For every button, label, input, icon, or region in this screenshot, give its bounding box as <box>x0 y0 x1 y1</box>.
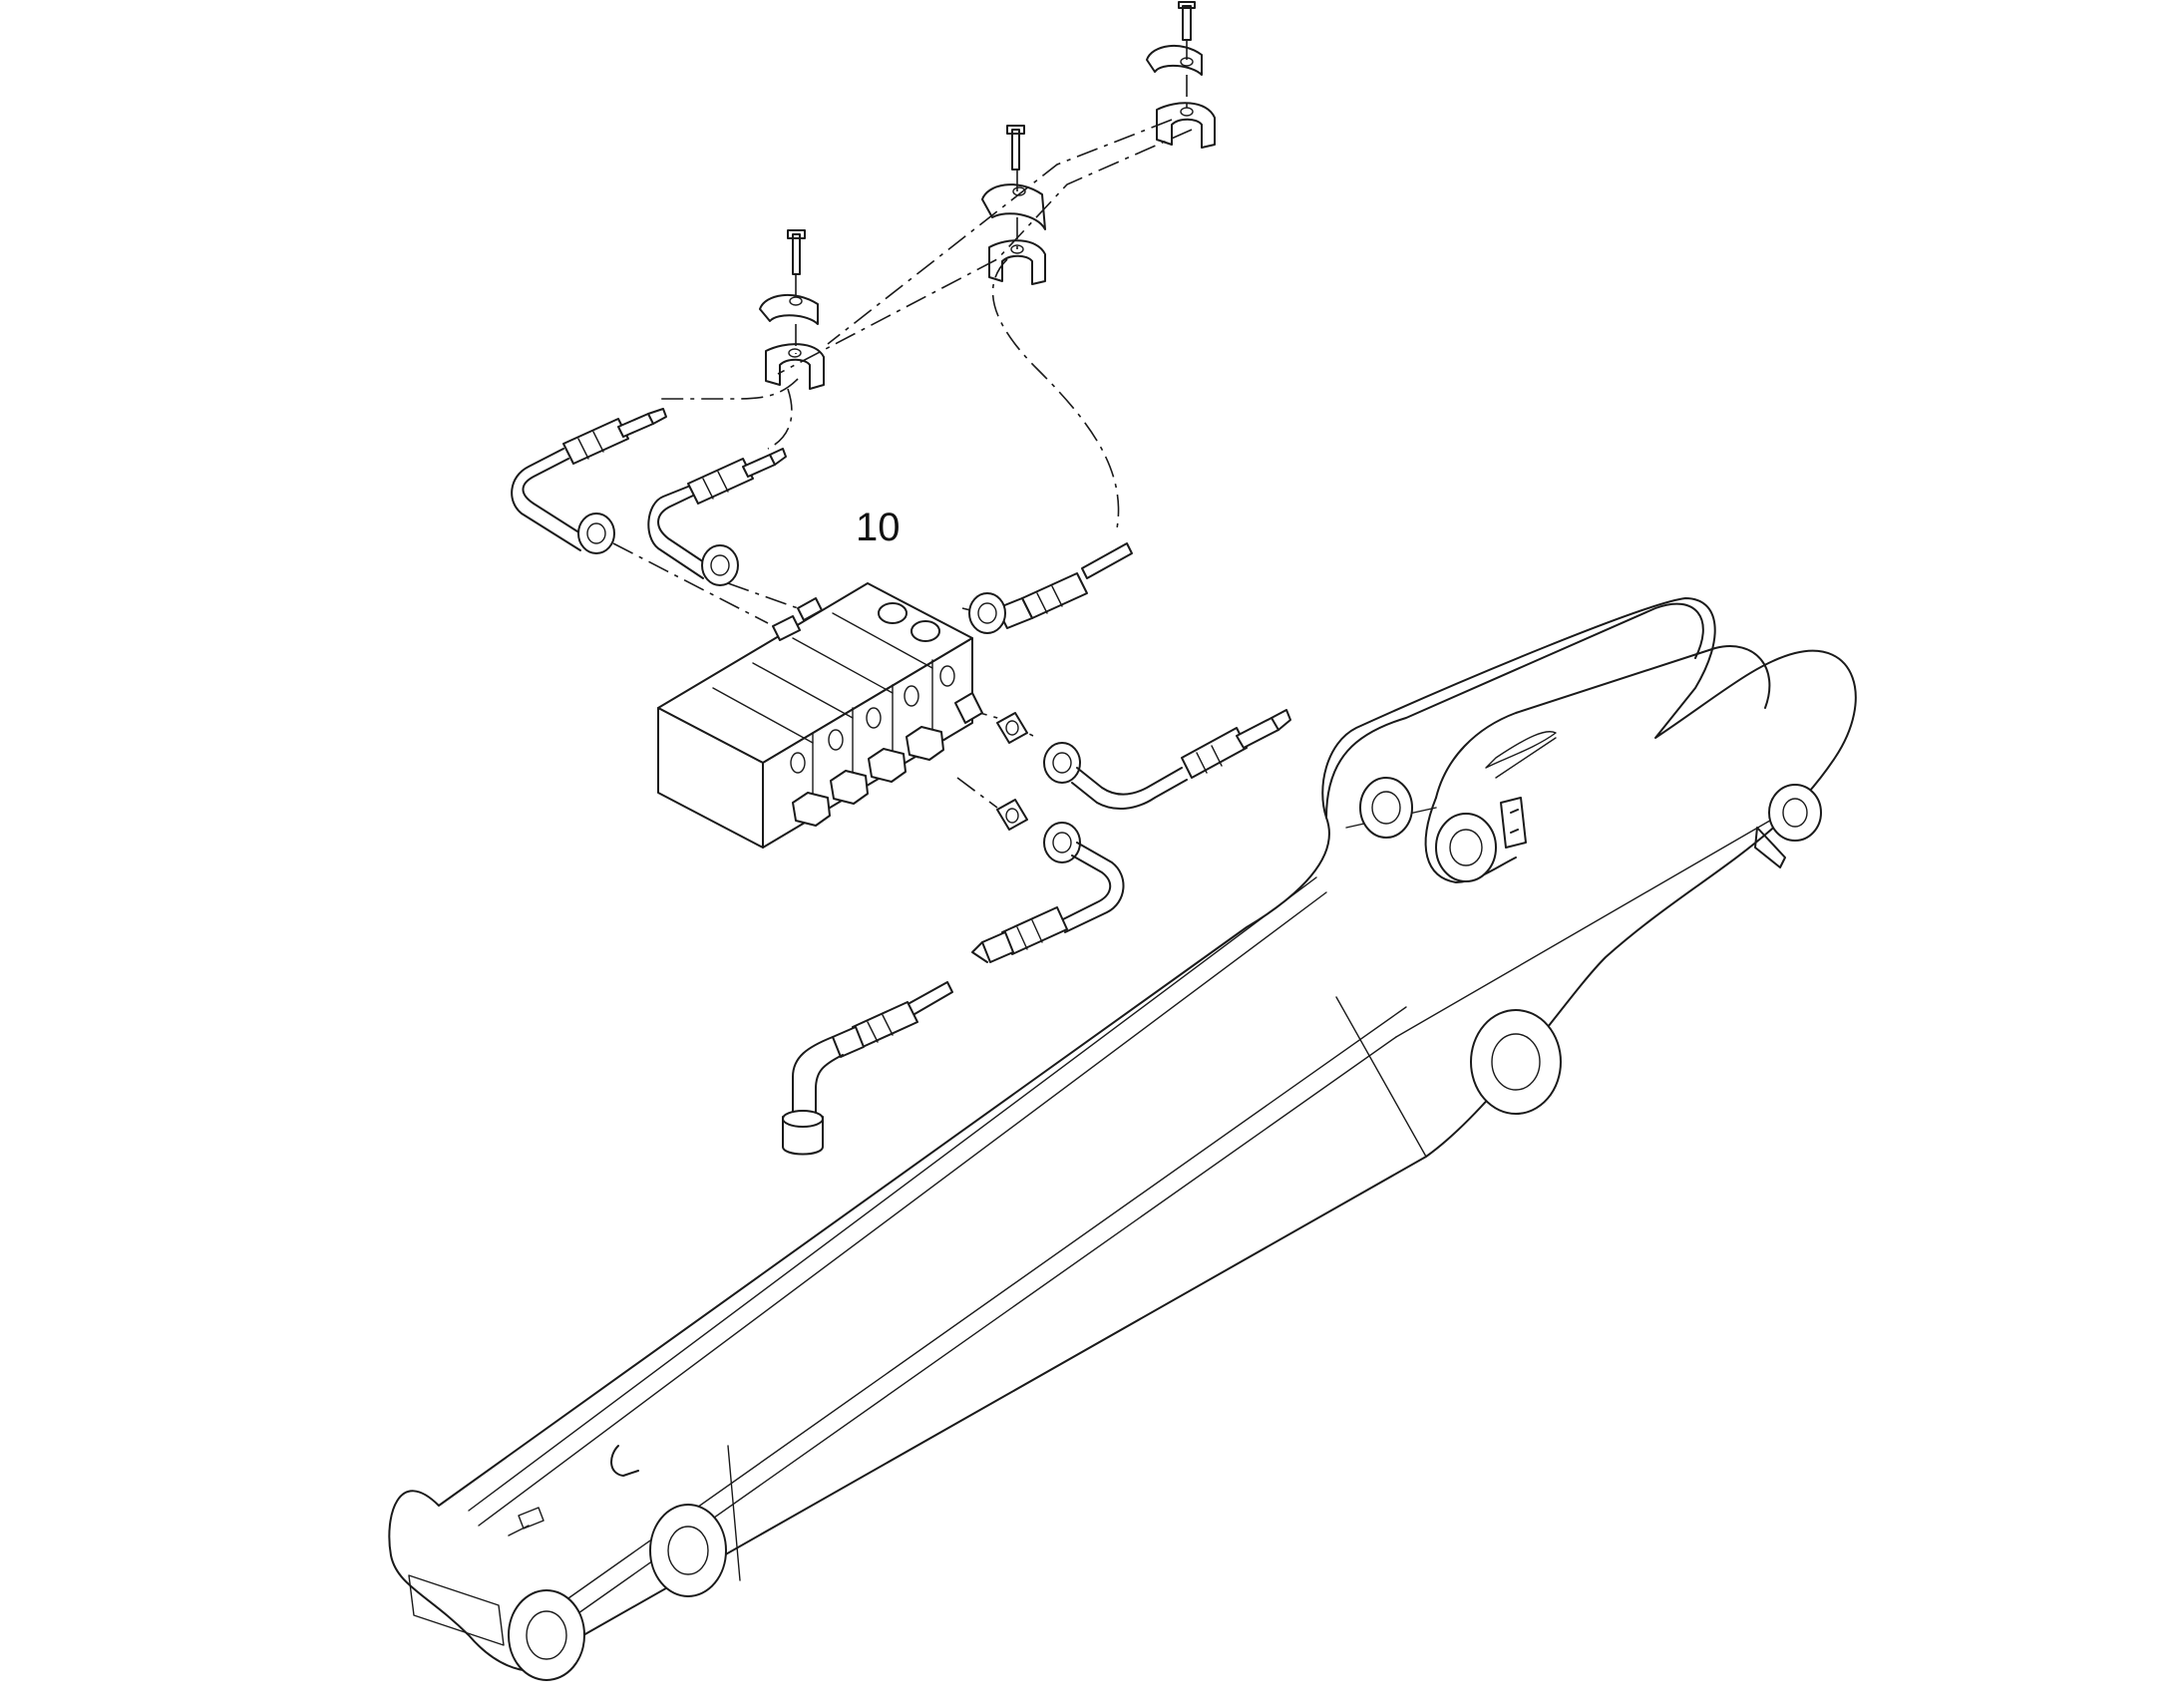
distributor-block <box>657 582 983 849</box>
lower-pipes <box>782 709 1291 1156</box>
upper-pipes <box>511 408 1133 634</box>
hose-routing-lines <box>612 40 1193 809</box>
part-callout-10: 10 <box>856 506 901 549</box>
pipe-clamp-assembly-top <box>759 1 1216 390</box>
boom-arm <box>388 597 1857 1681</box>
